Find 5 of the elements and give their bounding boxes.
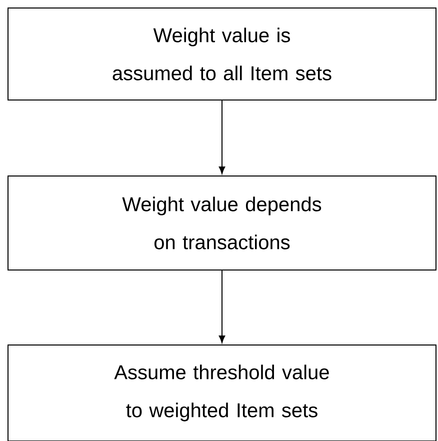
process-box: Assume threshold value to weighted Item sets <box>8 344 436 441</box>
arrow <box>218 270 226 343</box>
process-box: Weight value depends on transactions <box>8 176 436 270</box>
process-box: Weight value is assumed to all Item sets <box>8 8 436 100</box>
arrow <box>218 100 226 174</box>
